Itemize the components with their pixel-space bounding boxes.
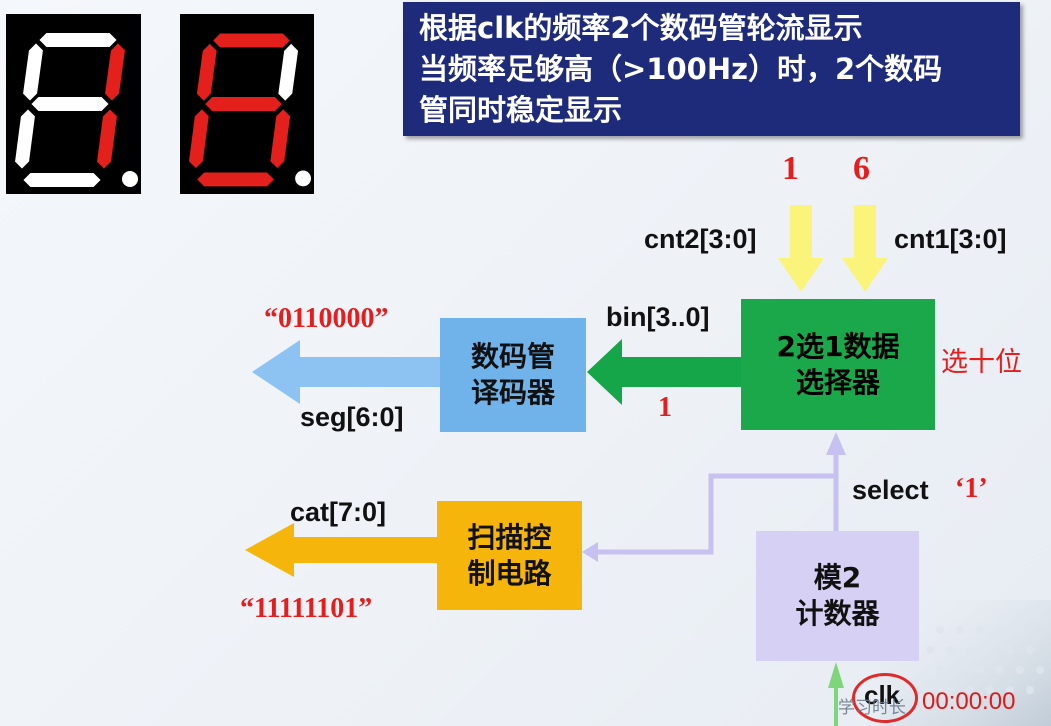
title-line-1: 根据clk的频率2个数码管轮流显示 xyxy=(419,11,863,45)
clk-arrow-head xyxy=(828,662,844,688)
mux-note: 选十位 xyxy=(941,347,1022,378)
select-value: ‘1’ xyxy=(955,473,988,504)
counter-label-line-2: 计数器 xyxy=(795,597,880,630)
cat-label: cat[7:0] xyxy=(290,497,387,527)
segment-e xyxy=(186,106,211,171)
segment-a xyxy=(210,31,293,50)
cnt2-label: cnt2[3:0] xyxy=(644,224,757,254)
cat-value: “11111101” xyxy=(240,593,373,624)
counter-to-scan-arrow-head xyxy=(582,542,598,562)
segment-b xyxy=(102,40,128,104)
decoder-label-line-2: 译码器 xyxy=(470,376,555,409)
decimal-point xyxy=(122,171,138,187)
study-timer: 00:00:00 xyxy=(922,688,1016,715)
title-line-2: 当频率足够高（>100Hz）时，2个数码 xyxy=(419,52,943,86)
cnt1-input-arrow xyxy=(842,205,888,292)
segment-a xyxy=(36,31,120,49)
decoder-label-line-1: 数码管 xyxy=(470,340,555,373)
segment-e xyxy=(12,106,38,172)
clk-label: clk xyxy=(864,680,901,710)
seg-value: “0110000” xyxy=(264,303,389,334)
select-label: select xyxy=(852,475,929,505)
title-box: 根据clk的频率2个数码管轮流显示 当频率足够高（>100Hz）时，2个数码 管… xyxy=(403,2,1020,136)
mux-label-line-2: 选择器 xyxy=(795,365,880,399)
cnt1-label: cnt1[3:0] xyxy=(894,224,1007,254)
cat-output-arrow xyxy=(245,523,437,577)
counter-label-line-1: 模2 xyxy=(813,561,862,594)
decimal-point xyxy=(295,170,312,187)
bin-value: 1 xyxy=(658,392,672,423)
cnt2-input-arrow xyxy=(778,205,824,292)
mux-2to1-block: 2选1数据 选择器 xyxy=(741,299,935,430)
bin-label: bin[3..0] xyxy=(606,302,710,332)
study-time-watermark: 学习时长 xyxy=(838,698,906,718)
scan-label-line-1: 扫描控 xyxy=(467,520,552,554)
segment-c xyxy=(268,106,293,171)
segment-d xyxy=(20,171,104,189)
seg-output-arrow xyxy=(252,340,440,404)
segment-b xyxy=(276,41,301,104)
segment-d xyxy=(194,170,277,189)
scan-control-block: 扫描控 制电路 xyxy=(437,501,582,610)
cnt1-value: 6 xyxy=(853,150,870,187)
scan-label-line-2: 制电路 xyxy=(467,556,552,590)
seven-segment-decoder-block: 数码管 译码器 xyxy=(440,318,586,432)
seven-segment-digit-2-graphic xyxy=(186,31,312,189)
title-line-3: 管同时稳定显示 xyxy=(419,93,623,127)
seven-segment-display-1 xyxy=(6,14,141,194)
seg-label: seg[6:0] xyxy=(300,402,404,432)
mux-label-line-1: 2选1数据 xyxy=(776,329,900,363)
seven-segment-digit-1-graphic xyxy=(12,31,138,189)
segment-c xyxy=(94,106,120,172)
segment-g xyxy=(28,95,112,113)
bin-arrow xyxy=(587,339,741,405)
seven-segment-display-2 xyxy=(180,14,314,194)
clk-highlight-circle xyxy=(852,673,918,723)
segment-g xyxy=(202,95,285,113)
mod2-counter-block: 模2 计数器 xyxy=(756,531,919,661)
segment-f xyxy=(20,40,46,104)
cnt2-value: 1 xyxy=(782,150,799,187)
counter-to-scan-line xyxy=(596,473,836,555)
segment-f xyxy=(194,41,219,104)
select-arrow-head xyxy=(826,432,846,455)
